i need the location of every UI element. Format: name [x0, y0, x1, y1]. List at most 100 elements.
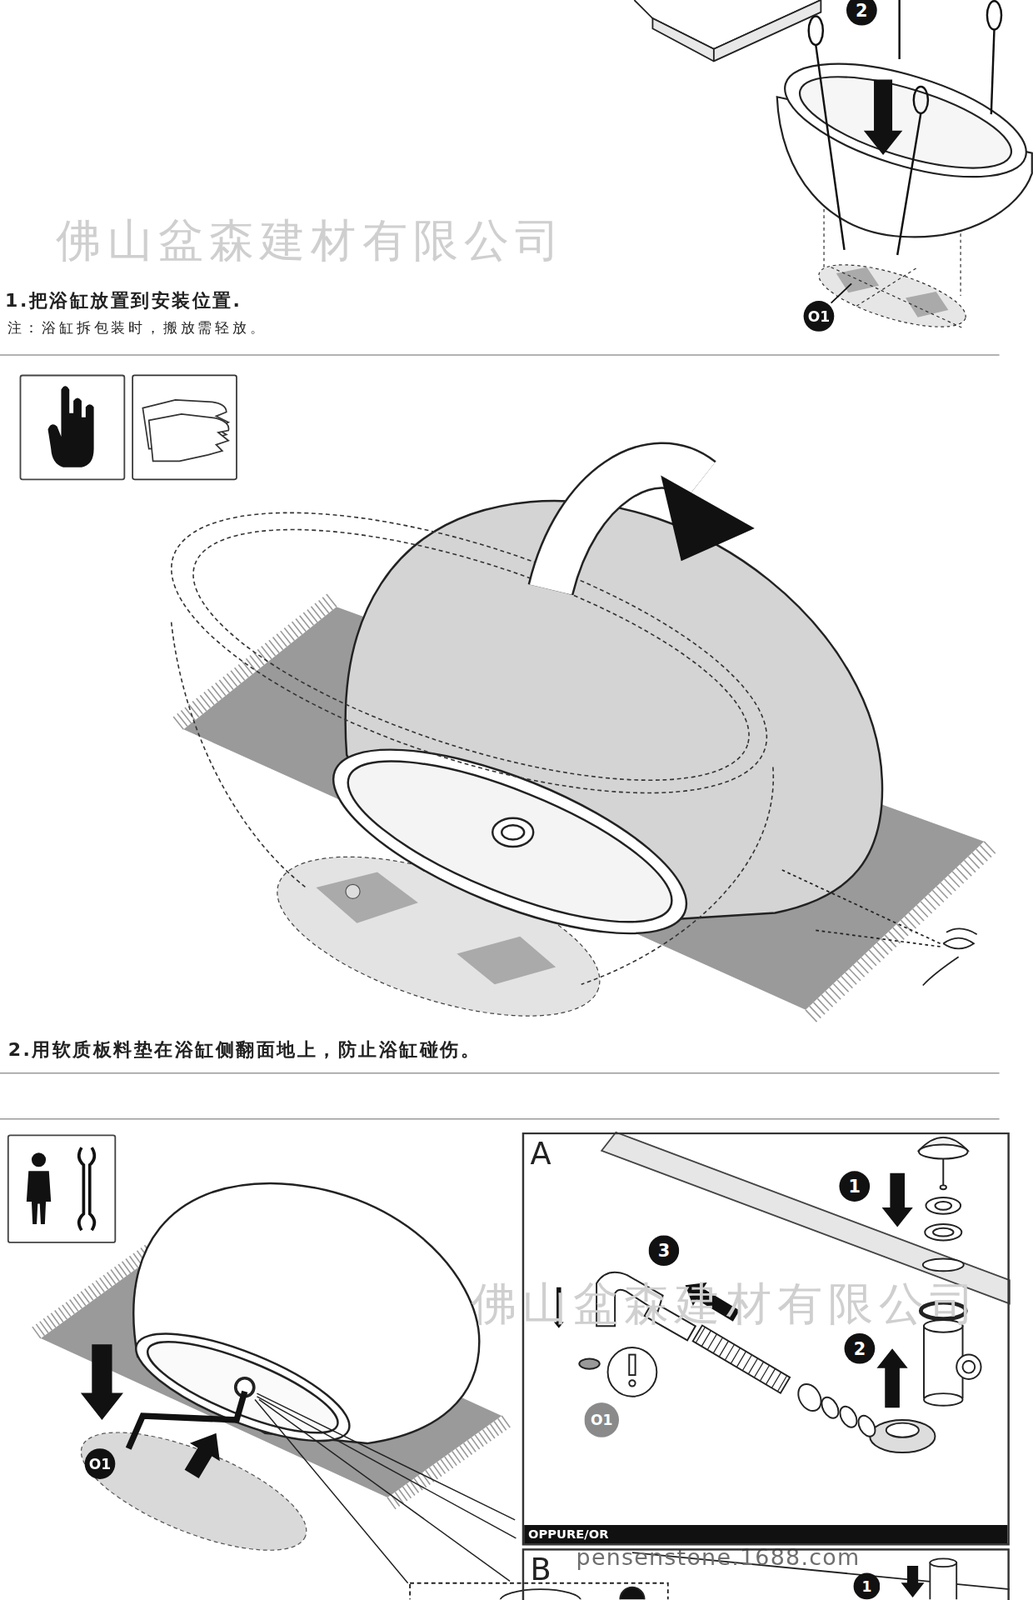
viewer-eye — [923, 956, 959, 985]
detail-leader-line — [259, 1398, 510, 1581]
lifting-rope — [808, 16, 824, 45]
drain-parts — [934, 1201, 952, 1210]
rug-fringe — [805, 1009, 818, 1022]
viewer-eye — [943, 938, 974, 949]
floor-footprint — [831, 267, 964, 329]
alternative-drain — [929, 1561, 957, 1599]
tool-icon — [8, 1134, 116, 1243]
section-divider — [0, 1117, 1000, 1119]
alternative-label: OPPURE/OR — [523, 1524, 1008, 1544]
drain-parts — [923, 1392, 964, 1406]
alternative-drain — [619, 1586, 644, 1600]
detail-leader-line — [256, 1392, 515, 1520]
hand-icon — [19, 374, 125, 480]
callout-number: 1 — [838, 1170, 870, 1202]
tool-icon — [79, 1147, 95, 1230]
drain-parts — [628, 1379, 635, 1386]
lifting-rope — [808, 0, 1002, 255]
tool-icon — [8, 1134, 116, 1243]
lifting-rope — [913, 86, 929, 114]
watermark: 佛山盆森建材有限公司 — [55, 214, 566, 269]
drain-parts — [942, 1158, 944, 1186]
flexible-hose — [707, 1333, 717, 1350]
viewer-eye — [946, 928, 978, 934]
gloves-icon — [132, 374, 237, 480]
section-divider — [0, 354, 1000, 1119]
drain-parts — [924, 1223, 962, 1241]
drain-parts — [918, 1143, 969, 1158]
platform-board — [713, 49, 715, 62]
drain-parts — [869, 1419, 935, 1453]
direction-arrow — [184, 1432, 220, 1478]
flexible-hose — [693, 1324, 791, 1393]
hand-icon — [19, 374, 125, 480]
panel-letter: B — [523, 1550, 558, 1588]
drain-parts — [628, 1354, 635, 1375]
tipped-bathtub — [311, 712, 709, 971]
flexible-hose — [748, 1357, 758, 1374]
gloves-icon — [132, 374, 237, 480]
step-instruction: 1.把浴缸放置到安装位置. — [4, 289, 242, 312]
freestanding-bathtub — [790, 58, 1021, 188]
gloves-icon — [149, 414, 230, 461]
tipped-bathtub — [492, 818, 534, 847]
detail-leader-line — [256, 1396, 516, 1538]
freestanding-bathtub — [772, 40, 1033, 238]
platform-board — [652, 0, 821, 61]
floor-footprint — [905, 291, 949, 318]
caution-note: 注：浴缸拆包装时，搬放需轻放。 — [7, 319, 268, 337]
flexible-hose — [718, 1340, 729, 1357]
direction-arrow — [901, 1565, 925, 1597]
drain-parts — [925, 1197, 961, 1214]
callout-number: O1 — [84, 1447, 116, 1479]
rug-fringe — [387, 1497, 396, 1509]
tip-over-arrow — [550, 465, 755, 590]
drain-parts — [956, 1354, 981, 1379]
lifting-rope — [897, 113, 921, 255]
flexible-hose — [753, 1361, 764, 1378]
drain-parts — [793, 1379, 826, 1415]
flexible-hose — [695, 1326, 705, 1343]
drain-parts — [886, 1422, 919, 1438]
hand-icon — [48, 385, 95, 467]
panel-letter: A — [523, 1133, 558, 1172]
upright-position-outline — [139, 454, 799, 851]
direction-arrow — [80, 1343, 124, 1420]
drain-parts — [578, 1357, 599, 1368]
drain-parts — [608, 1347, 658, 1397]
upright-position-outline — [581, 767, 774, 985]
tip-over-arrow — [660, 474, 755, 561]
drain-parts — [933, 1227, 954, 1237]
floor-footprint — [456, 936, 556, 985]
direction-arrow — [863, 79, 904, 155]
alternative-band: OPPURE/OR — [523, 1524, 1008, 1544]
lifting-rope — [815, 44, 844, 250]
floor-footprint — [836, 267, 879, 294]
step-instruction: 2.用软质板料垫在浴缸侧翻面地上，防止浴缸碰伤。 — [8, 1037, 481, 1060]
watermark: 佛山盆森建材有限公司 — [471, 1277, 982, 1332]
tipped-bathtub — [329, 728, 690, 954]
flexible-hose — [771, 1372, 781, 1388]
tipped-bathtub — [311, 500, 883, 971]
callout-number: 3 — [648, 1234, 680, 1266]
drain-parts — [963, 1360, 976, 1373]
flexible-hose — [765, 1367, 775, 1384]
flexible-hose — [742, 1354, 752, 1371]
floor-footprint — [812, 251, 972, 340]
section-divider — [0, 1072, 1000, 1073]
detail-panel: A OPPURE/OR — [522, 1132, 1010, 1546]
floor-footprint — [315, 872, 418, 924]
viewer-eye — [779, 868, 977, 986]
alternative-drain — [929, 1557, 957, 1567]
tipped-bathtub — [501, 824, 524, 839]
flexible-hose — [759, 1364, 769, 1381]
flexible-hose — [701, 1330, 711, 1347]
direction-arrow — [882, 1172, 914, 1228]
flexible-hose — [730, 1347, 740, 1363]
callout-number: O1 — [583, 1402, 619, 1438]
alternative-drain — [499, 1588, 582, 1599]
tool-icon — [26, 1170, 51, 1224]
direction-arrow — [876, 1347, 908, 1408]
drain-parts — [818, 1393, 842, 1421]
